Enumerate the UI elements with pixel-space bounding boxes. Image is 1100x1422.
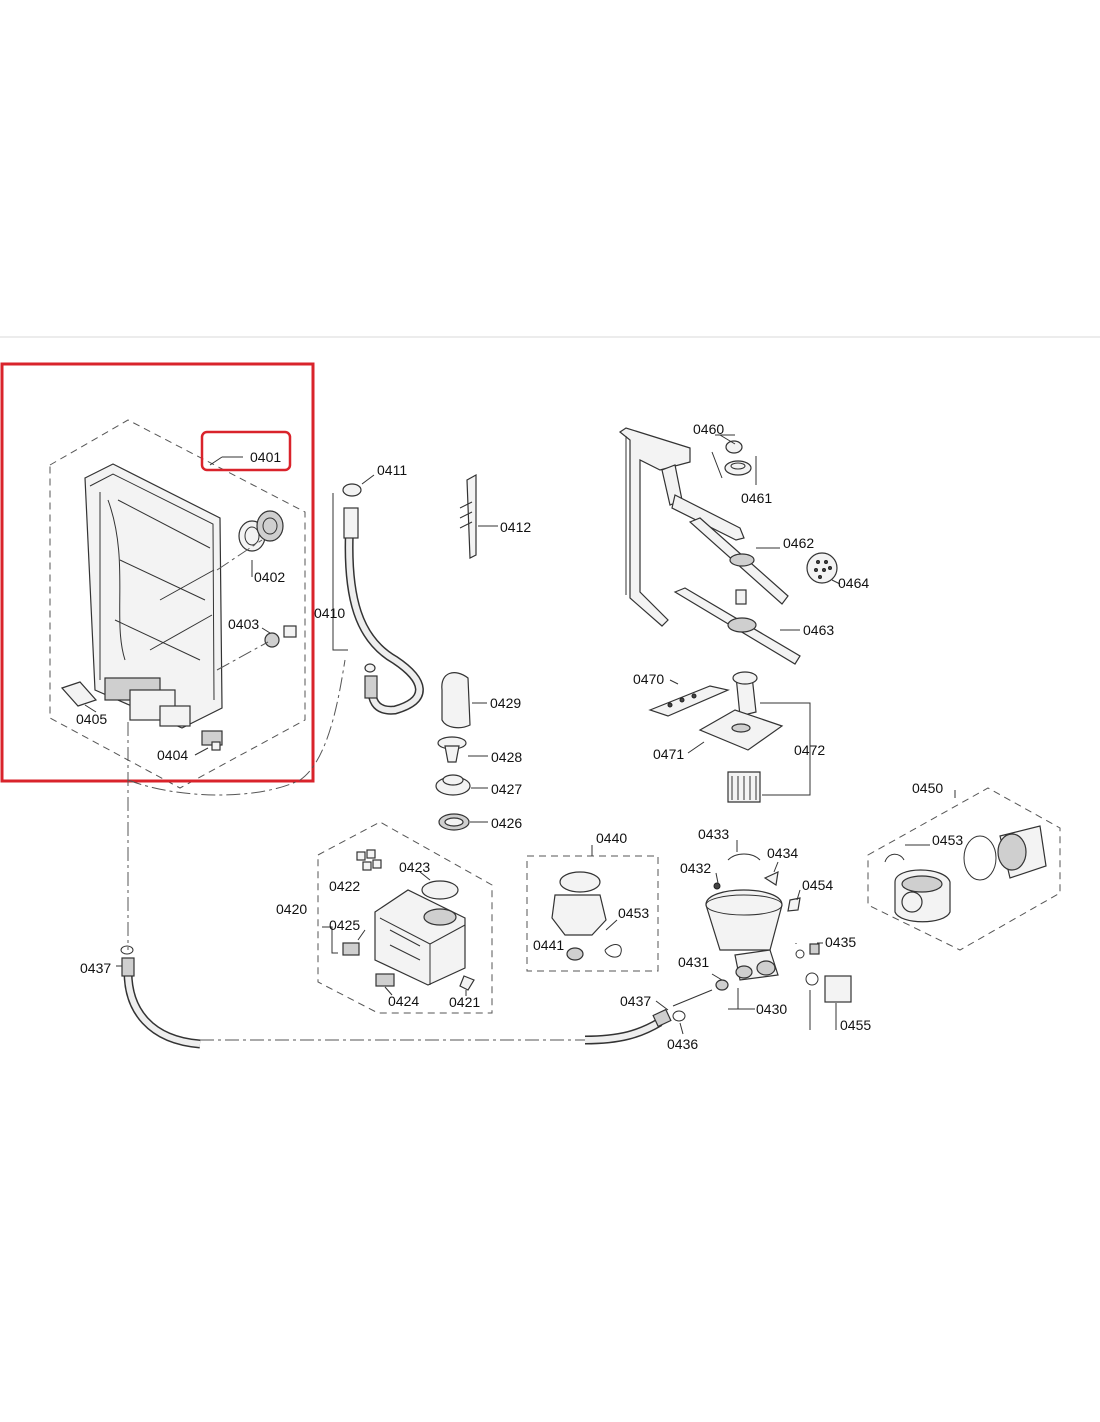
label-0461: 0461 <box>741 490 772 506</box>
label-0436: 0436 <box>667 1036 698 1052</box>
label-0437-left: 0437 <box>80 960 111 976</box>
label-0412: 0412 <box>500 519 531 535</box>
label-0450: 0450 <box>912 780 943 796</box>
label-0441: 0441 <box>533 937 564 953</box>
label-0426: 0426 <box>491 815 522 831</box>
label-0470: 0470 <box>633 671 664 687</box>
highlight-box-group[interactable] <box>0 362 315 783</box>
label-0431: 0431 <box>678 954 709 970</box>
label-0411: 0411 <box>377 462 407 478</box>
label-0405: 0405 <box>76 711 107 727</box>
label-0434: 0434 <box>767 845 798 861</box>
label-0453-inner: 0453 <box>618 905 649 921</box>
label-0433: 0433 <box>698 826 729 842</box>
group-0430-sump: 0433 0432 0434 0454 0435 0431 0430 0455 <box>672 826 871 1033</box>
label-0460: 0460 <box>693 421 724 437</box>
label-0424: 0424 <box>388 993 419 1009</box>
label-0437-right: 0437 <box>620 993 651 1009</box>
group-0410-hose: 0410 0411 0412 <box>314 462 531 715</box>
label-0422: 0422 <box>329 878 360 894</box>
label-0432: 0432 <box>680 860 711 876</box>
label-0421: 0421 <box>449 994 480 1010</box>
label-0420: 0420 <box>276 901 307 917</box>
group-0460-spray-arms: 0460 0461 0462 0464 0463 <box>618 421 869 665</box>
group-0470-filters: 0470 0471 0472 <box>633 671 825 803</box>
label-0428: 0428 <box>491 749 522 765</box>
group-drain-hose: 0437 0437 0436 <box>80 945 698 1052</box>
label-0402: 0402 <box>254 569 285 585</box>
label-0440: 0440 <box>596 830 627 846</box>
label-0464: 0464 <box>838 575 869 591</box>
label-0435: 0435 <box>825 934 856 950</box>
label-0462: 0462 <box>783 535 814 551</box>
label-0463: 0463 <box>803 622 834 638</box>
label-0410: 0410 <box>314 605 345 621</box>
label-0429: 0429 <box>490 695 521 711</box>
label-0401: 0401 <box>250 449 281 465</box>
group-0450-pump: 0450 0453 <box>867 780 1061 951</box>
label-0427: 0427 <box>491 781 522 797</box>
highlight-box-0401[interactable] <box>200 430 292 472</box>
group-0420: 0420 0422 0423 0425 0424 0421 <box>276 821 493 1014</box>
label-0404: 0404 <box>157 747 188 763</box>
group-0426-0429: 0429 0428 0427 0426 <box>435 672 522 831</box>
label-0455: 0455 <box>840 1017 871 1033</box>
label-0425: 0425 <box>329 917 360 933</box>
label-0454: 0454 <box>802 877 833 893</box>
label-0430: 0430 <box>756 1001 787 1017</box>
label-0403: 0403 <box>228 616 259 632</box>
label-0423: 0423 <box>399 859 430 875</box>
group-0401-housing: 0401 0402 0403 0404 0405 <box>49 419 306 789</box>
label-0472: 0472 <box>794 742 825 758</box>
label-0471: 0471 <box>653 746 684 762</box>
group-0440: 0440 0453 0441 <box>526 830 659 972</box>
label-0453-outer: 0453 <box>932 832 963 848</box>
